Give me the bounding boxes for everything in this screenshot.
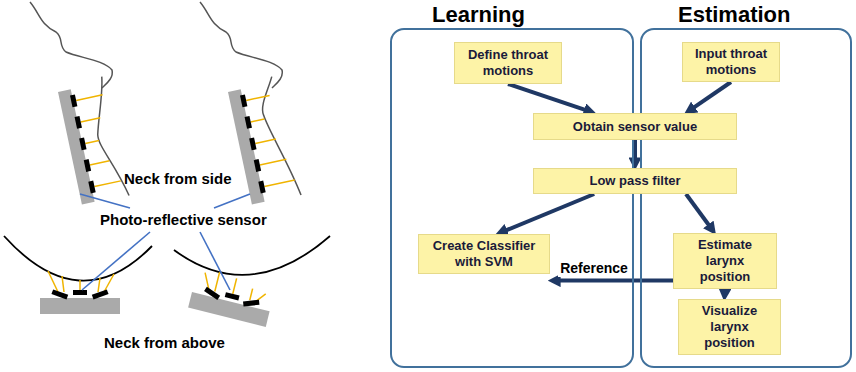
edge-label: Reference xyxy=(558,260,630,277)
group-heading: Estimation xyxy=(678,3,790,27)
box-text: Estimate larynx position xyxy=(680,237,770,285)
figure-label: Photo-reflective sensor xyxy=(100,211,267,229)
group-panel: LearningDefine throat motionsCreate Clas… xyxy=(390,28,634,368)
figure-label: Neck from above xyxy=(104,334,225,352)
process-box: Visualize larynx position xyxy=(678,299,781,355)
process-box: Low pass filter xyxy=(533,168,737,194)
process-box: Estimate larynx position xyxy=(673,233,777,289)
flow-arrow xyxy=(723,289,727,291)
figure-label: Neck from side xyxy=(124,170,232,188)
group-heading: Learning xyxy=(432,3,525,27)
box-text: Low pass filter xyxy=(589,173,680,189)
group-panel: EstimationInput throat motionsEstimate l… xyxy=(640,28,852,368)
top-view-right xyxy=(174,236,330,327)
flow-arrow xyxy=(686,194,710,227)
box-text: Obtain sensor value xyxy=(573,119,697,135)
top-view-left xyxy=(4,236,152,314)
flow-arrow xyxy=(508,84,587,110)
flow-arrow xyxy=(558,279,673,283)
process-box: Define throat motions xyxy=(454,42,562,84)
flow-arrow xyxy=(505,194,595,231)
box-text: Visualize larynx position xyxy=(685,303,774,351)
process-box: Input throat motions xyxy=(682,42,780,82)
flow-arrow xyxy=(693,82,731,108)
side-profile-left xyxy=(30,2,129,205)
box-text: Create Classifier with SVM xyxy=(425,238,543,270)
process-box: Obtain sensor value xyxy=(533,113,737,140)
process-box: Create Classifier with SVM xyxy=(418,234,550,274)
box-text: Input throat motions xyxy=(689,46,773,78)
leader-lines xyxy=(80,194,250,290)
box-text: Define throat motions xyxy=(461,47,555,79)
